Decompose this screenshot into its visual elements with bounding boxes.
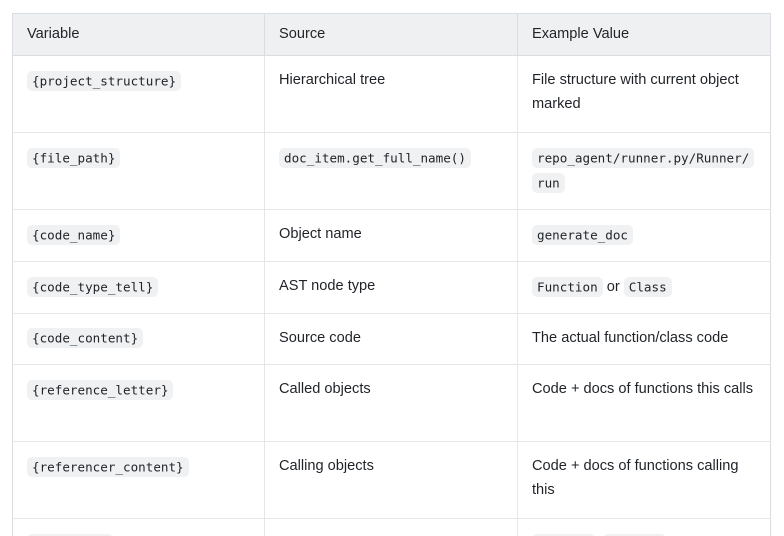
- variable-code-token: {file_path}: [27, 147, 121, 168]
- cell-example-value: Code + docs of functions this calls: [517, 364, 771, 443]
- example-code-token: Function: [532, 276, 603, 297]
- table-row: {project_structure} Hierarchical tree File…: [12, 55, 771, 134]
- example-text: Code + docs of functions calling this: [532, 458, 739, 498]
- source-text: Hierarchical tree: [279, 72, 386, 89]
- variable-code-token: {language}: [27, 533, 113, 536]
- table-row: {reference_letter} Called objects Code + d…: [12, 364, 771, 443]
- cell-source: Object name: [264, 209, 518, 263]
- cell-variable: {code_type_tell}: [12, 261, 265, 314]
- cell-example-value: Code + docs of functions calling this: [517, 441, 771, 520]
- example-code-token: Chinese: [603, 533, 667, 536]
- cell-source: Hierarchical tree: [264, 55, 518, 134]
- table-body: {project_structure} Hierarchical tree File…: [12, 55, 771, 536]
- cell-example-value: English, Chinese, etc.: [518, 519, 771, 536]
- example-code-token: English: [532, 533, 596, 536]
- column-header-example-value: Example Value: [517, 13, 771, 57]
- cell-source: Source code: [264, 313, 518, 366]
- column-header-variable: Variable: [12, 13, 265, 57]
- cell-variable: {language}: [12, 518, 265, 536]
- example-code-token: generate_doc: [532, 224, 633, 245]
- table-row: {code_name} Object name generate_doc: [12, 209, 771, 263]
- variable-code-token: {code_name}: [27, 224, 121, 245]
- cell-variable: {code_name}: [12, 209, 265, 263]
- cell-source: AST node type: [264, 261, 518, 314]
- source-text: User config: [279, 532, 503, 536]
- variable-code-token: {code_type_tell}: [27, 276, 159, 297]
- example-code-token: Class: [623, 276, 672, 297]
- source-code-token: doc_item.get_full_name(): [279, 147, 471, 168]
- cell-variable: {referencer_content}: [12, 441, 265, 520]
- cell-source: doc_item.get_full_name(): [264, 132, 518, 211]
- table-row: {file_path} doc_item.get_full_name() repo_…: [12, 132, 771, 211]
- source-text: Object name: [279, 226, 362, 243]
- table-header-row: Variable Source Example Value: [12, 13, 771, 57]
- example-text: Code + docs of functions this calls: [532, 381, 754, 398]
- cell-source: Calling objects: [264, 441, 518, 520]
- variable-code-token: {referencer_content}: [27, 456, 189, 477]
- variable-code-token: {code_content}: [27, 328, 144, 349]
- table-row: {code_content} Source code The actual func…: [12, 313, 771, 366]
- cell-source: Called objects: [264, 364, 518, 443]
- cell-source: User config: [264, 518, 518, 536]
- cell-variable: {file_path}: [12, 132, 265, 211]
- cell-example-value: File structure with current object marke…: [517, 55, 771, 134]
- example-code-token: repo_agent/runner.py/Runner/run: [532, 147, 755, 193]
- source-text: AST node type: [279, 278, 376, 295]
- table-row: {code_type_tell} AST node type Function or…: [12, 261, 771, 314]
- cell-example-value: The actual function/class code: [517, 313, 771, 366]
- column-header-source: Source: [264, 13, 518, 57]
- cell-variable: {reference_letter}: [12, 364, 265, 443]
- prompt-variable-reference-table: Variable Source Example Value {project_s…: [12, 13, 771, 536]
- example-text: or: [602, 279, 624, 296]
- source-text: Source code: [279, 329, 361, 346]
- table-header: Variable Source Example Value: [12, 13, 771, 57]
- variable-code-token: {reference_letter}: [27, 379, 174, 400]
- example-text: The actual function/class code: [532, 329, 729, 346]
- cell-example-value: Function or Class: [517, 261, 771, 314]
- table-row: {language} User config English, Chinese, e…: [12, 518, 771, 536]
- source-text: Called objects: [279, 381, 371, 398]
- cell-example-value: generate_doc: [517, 209, 771, 263]
- variable-code-token: {project_structure}: [27, 70, 182, 91]
- cell-variable: {code_content}: [12, 313, 265, 366]
- table-row: {referencer_content} Calling objects Code …: [12, 441, 771, 520]
- cell-variable: {project_structure}: [12, 55, 265, 134]
- source-text: Calling objects: [279, 458, 374, 475]
- example-text: File structure with current object marke…: [532, 72, 739, 113]
- cell-example-value: repo_agent/runner.py/Runner/run: [517, 132, 771, 211]
